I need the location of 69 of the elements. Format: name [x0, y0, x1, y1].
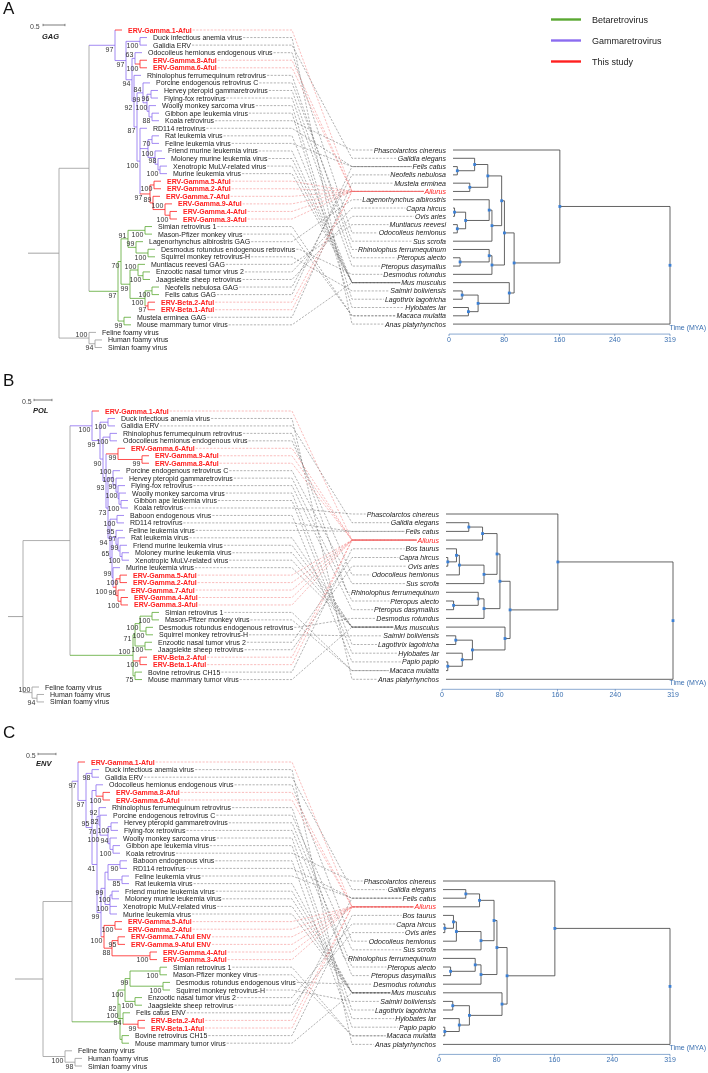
- dashed-connector: [239, 626, 394, 680]
- dashed-connector: [143, 776, 387, 890]
- dashed-connector: [231, 143, 412, 167]
- dashed-connector: [231, 807, 348, 959]
- dashed-connector: [191, 44, 397, 159]
- dashed-connector: [265, 989, 380, 1002]
- dashed-connector: [210, 418, 378, 680]
- dashed-connector: [226, 97, 381, 267]
- dashed-connector: [228, 282, 401, 326]
- dashed-connector: [250, 619, 389, 671]
- dashed-connector: [215, 860, 399, 1028]
- dashed-connector: [296, 982, 373, 985]
- dashed-connector: [250, 256, 390, 292]
- dashed-connector: [195, 530, 405, 532]
- dashed-connector: [217, 500, 398, 654]
- dashed-connector: [233, 477, 390, 602]
- dashed-connector: [159, 425, 390, 523]
- dashed-connector: [268, 90, 397, 258]
- dashed-connector: [229, 470, 406, 584]
- dashed-connector: [183, 507, 366, 515]
- dashed-connector: [226, 992, 391, 1044]
- dashed-connector: [244, 207, 406, 273]
- legend-label: Betaretrovirus: [592, 14, 649, 25]
- dashed-connector: [193, 485, 374, 610]
- dashed-connector: [258, 974, 386, 1037]
- dashed-connector: [175, 852, 363, 882]
- dashed-connector: [246, 557, 399, 643]
- dashed-connector: [294, 618, 376, 628]
- dashed-connector: [194, 567, 394, 628]
- dashed-connector: [248, 634, 383, 637]
- dashed-connector: [244, 565, 408, 650]
- dashed-connector: [243, 233, 396, 317]
- dashed-connector: [201, 875, 402, 899]
- dashed-connector: [242, 37, 385, 325]
- dashed-connector: [224, 612, 389, 671]
- dashed-connector: [186, 830, 371, 976]
- dashed-connector: [212, 515, 402, 663]
- dashed-connector: [273, 52, 378, 234]
- dashed-connector: [216, 166, 412, 295]
- dashed-connector: [248, 112, 405, 308]
- dashed-connector: [209, 845, 395, 1019]
- dashed-connector: [248, 440, 371, 576]
- dashed-connector: [242, 216, 415, 280]
- dashed-connector: [228, 822, 387, 968]
- dashed-connector: [225, 492, 378, 645]
- dashed-connector: [194, 769, 375, 1045]
- dashed-connector: [255, 105, 385, 300]
- dashed-connector: [296, 249, 383, 275]
- dashed-connector: [234, 784, 368, 942]
- panel-letter: C: [3, 724, 16, 742]
- dashed-connector: [234, 932, 405, 1006]
- dashed-connector: [216, 837, 375, 1011]
- dashed-connector: [216, 814, 403, 951]
- dashed-connector: [259, 82, 413, 242]
- dashed-connector: [186, 897, 402, 1014]
- dashed-connector: [214, 120, 373, 151]
- dashed-connector: [183, 522, 405, 532]
- dashed-connector: [191, 913, 391, 994]
- dashed-connector: [266, 75, 358, 250]
- dashed-connector: [225, 224, 389, 265]
- dashed-connector: [250, 199, 362, 242]
- panel-letter: A: [3, 0, 15, 18]
- panel-letter: B: [3, 372, 15, 390]
- legend-label: Gammaretrovirus: [592, 35, 662, 46]
- dashed-connector: [208, 915, 402, 1036]
- legend-label: This study: [592, 56, 633, 67]
- dashed-connector: [236, 923, 396, 998]
- dashed-connector: [207, 182, 394, 318]
- dashed-connector: [221, 548, 405, 673]
